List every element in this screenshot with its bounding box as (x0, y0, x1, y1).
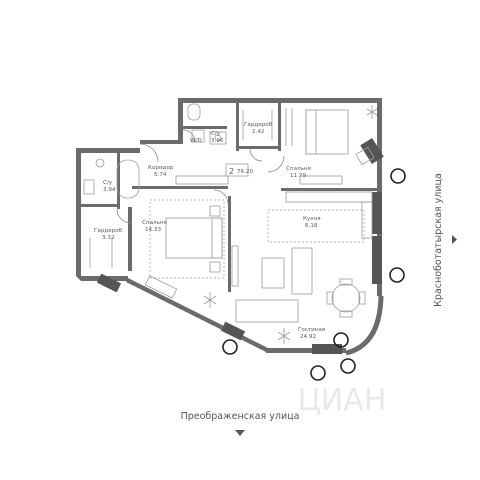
room-name-wc-left: С/у (103, 180, 113, 186)
room-name-kitchen: Кухня (303, 216, 321, 222)
room-area-living: 24.92 (300, 334, 316, 340)
room-area-wc-top: 3.96 (211, 138, 224, 144)
room-name-wardrobe-top: Гардероб (244, 122, 273, 128)
circle-icon (333, 332, 349, 348)
doors (116, 129, 285, 224)
room-area-bedroom-top: 11.79 (290, 173, 306, 179)
inner-walls (81, 103, 377, 292)
washer-label: W/D (190, 138, 202, 144)
room-area-bedroom-main: 14.33 (145, 227, 161, 233)
room-area-wc-left: 3.94 (103, 187, 116, 193)
triangle-down-icon (235, 430, 245, 436)
room-name-wc-top: С/у (211, 131, 221, 137)
room-name-bedroom-top: Спальня (286, 166, 311, 172)
room-area-wardrobe-top: 2.42 (252, 129, 264, 135)
circle-icon (310, 365, 326, 381)
room-area-wardrobe-left: 3.32 (102, 235, 114, 241)
circle-icon (340, 358, 356, 374)
circle-icon (390, 168, 406, 184)
plant-icon (203, 105, 378, 344)
room-labels: Коридор 5.74 С/у 3.96 W/D Гардероб 2.42 … (94, 122, 325, 340)
room-name-wardrobe-left: Гардероб (94, 228, 123, 234)
street-labels: Преображенская улица Красноботатырская у… (181, 173, 457, 436)
street-right: Красноботатырская улица (433, 173, 444, 307)
triangle-right-icon (452, 235, 457, 244)
apartment-total-area: 76.20 (237, 169, 253, 175)
room-area-corridor: 5.74 (154, 172, 167, 178)
street-bottom: Преображенская улица (181, 411, 300, 422)
room-name-bedroom-main: Спальня (142, 220, 167, 226)
room-name-corridor: Коридор (148, 165, 174, 171)
furniture (83, 103, 375, 323)
apartment-rooms-count: 2 (229, 167, 234, 176)
room-area-kitchen: 6.18 (305, 223, 318, 229)
window-markers (222, 168, 406, 381)
circle-icon (389, 267, 405, 283)
circle-icon (222, 339, 238, 355)
outer-walls (76, 98, 384, 356)
room-name-living: Гостиная (298, 327, 325, 333)
watermark: ЦИАН (298, 383, 387, 418)
